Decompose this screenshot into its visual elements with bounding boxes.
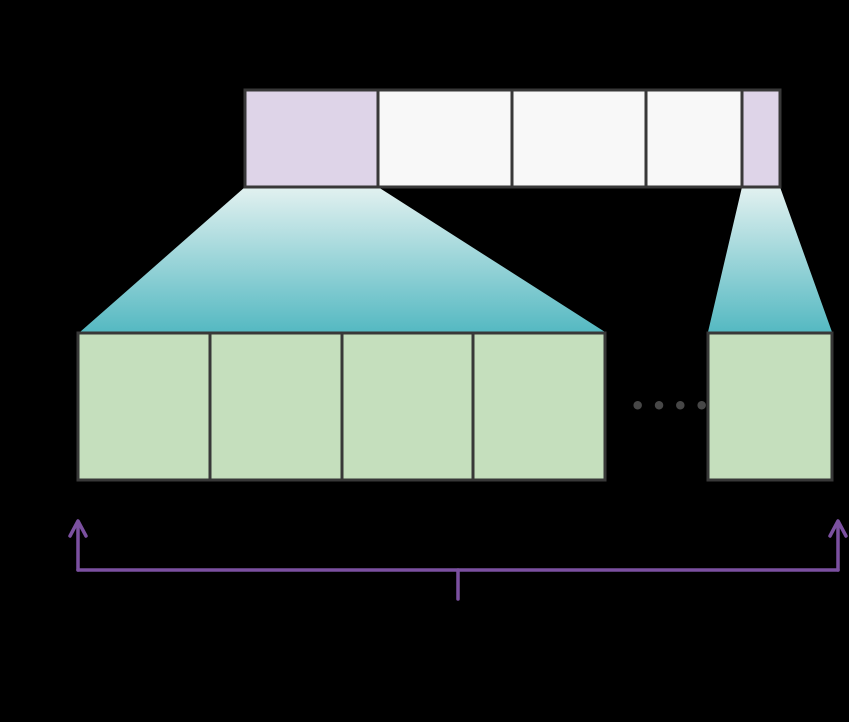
top-row-cell-plain-2 [510,88,648,189]
bottom-row-cell-last [706,331,834,482]
expansion-funnel-left [80,187,605,332]
ellipsis-dots: •••• [630,392,715,420]
expansion-funnel-right [708,187,832,332]
bottom-row-cell-1 [76,331,212,482]
top-row-cell-plain-3 [644,88,744,189]
top-row [243,88,782,189]
bracket-right-arrowhead-icon [828,519,848,538]
top-row-cell-highlight-left [243,88,380,189]
bottom-row-cell-3 [340,331,475,482]
span-bracket [68,519,848,601]
top-row-cell-highlight-right [740,88,782,189]
bottom-row-cell-4 [471,331,607,482]
bottom-row-right-block [706,331,834,482]
bracket-left-arrowhead-icon [68,519,88,538]
top-row-cell-plain-1 [376,88,514,189]
bottom-row-cell-2 [208,331,344,482]
bottom-row-left-block [76,331,607,482]
